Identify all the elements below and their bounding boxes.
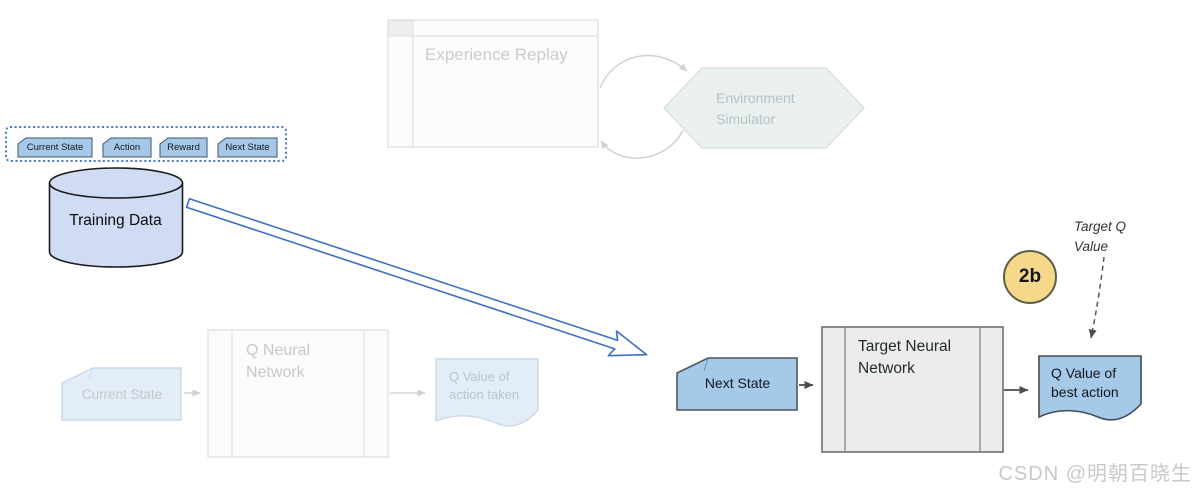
training-data-label: Training Data [69,212,162,229]
annotation-line2: Value [1074,239,1109,254]
q-network-line2: Network [246,364,305,381]
q-output-document [435,358,539,427]
replay-cycle-arrow-top [599,54,688,89]
q-input-card [61,367,182,421]
target-input-label: Next State [704,375,771,391]
buffer-item-reward-label: Reward [167,142,200,153]
buffer-card-action [102,137,152,158]
buffer-card-current-state [17,137,93,158]
target-network-line1: Target Neural [858,338,952,355]
experience-replay-box [387,19,599,148]
watermark: CSDN @明朝百晓生 [998,463,1192,485]
target-network-line2: Network [858,360,915,377]
target-network-box [821,326,1004,453]
target-output-line1: Q Value of [1051,365,1117,381]
buffer-card-reward [159,137,208,158]
environment-simulator-hexagon [663,67,865,149]
training-flow-arrow [185,197,648,357]
q-network-line1: Q Neural [246,342,311,359]
target-input-card-fold [703,357,709,372]
environment-simulator-line1: Environment [716,90,795,106]
q-output-label: Q Value of action taken [449,368,519,404]
target-output-document [1038,355,1142,421]
q-network-label: Q Neural Network [246,340,310,384]
target-input-card [676,357,798,411]
target-output-label: Q Value of best action [1051,364,1119,402]
target-q-value-annotation: Target Q Value [1074,217,1126,257]
buffer-item-current-state-label: Current State [26,142,84,153]
replay-cycle-arrow-bottom [600,129,684,159]
q-input-card-fold [88,367,94,382]
target-network-label: Target Neural Network [858,336,951,380]
buffer-item-action-label: Action [113,142,141,153]
annotation-line1: Target Q [1074,219,1127,234]
annotation-arrow [1088,256,1105,339]
step-badge-circle [1003,250,1057,304]
training-data-cylinder [48,167,184,268]
environment-simulator-label: Environment Simulator [716,88,795,130]
q-output-line1: Q Value of [449,369,510,384]
buffer-card-next-state [217,137,278,158]
environment-simulator-line2: Simulator [716,111,776,127]
experience-replay-label: Experience Replay [425,45,568,64]
q-network-box [207,329,389,458]
q-output-line2: action taken [449,387,520,402]
target-output-line2: best action [1051,384,1119,400]
buffer-item-next-state-label: Next State [225,142,270,153]
q-input-label: Current State [81,386,163,402]
step-badge-label: 2b [1018,266,1042,287]
